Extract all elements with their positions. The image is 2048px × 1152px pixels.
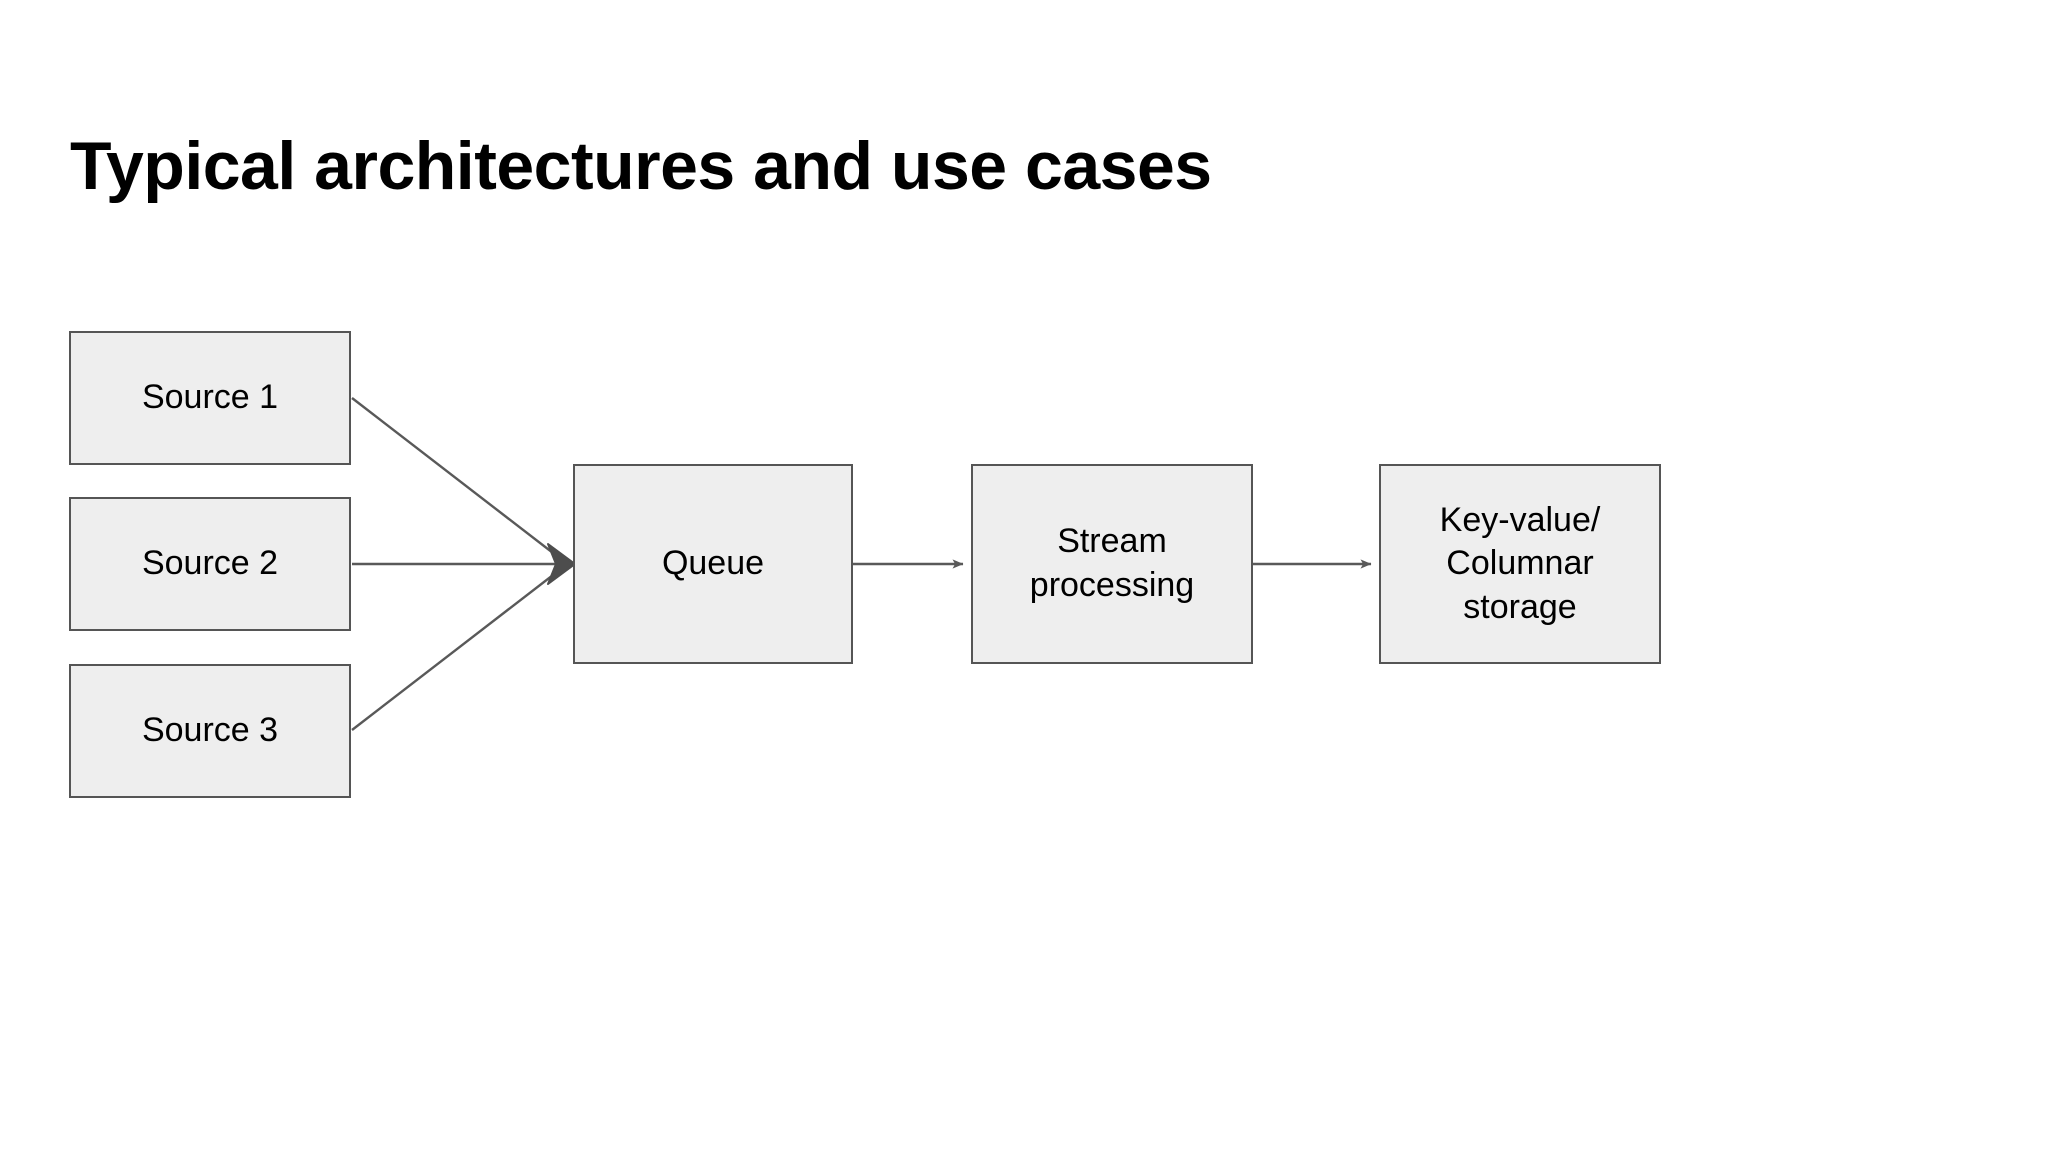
node-key-value-columnar-storage[interactable]: Key-value/ Columnar storage xyxy=(1379,464,1661,664)
arrowhead-into-queue xyxy=(547,543,576,585)
node-label: Key-value/ Columnar storage xyxy=(1439,500,1601,626)
edge-source1-to-queue xyxy=(351,397,567,564)
node-label: Source 2 xyxy=(141,544,279,583)
node-label: Queue xyxy=(661,544,765,583)
edge-source3-to-queue xyxy=(351,564,567,731)
page-title: Typical architectures and use cases xyxy=(70,128,1212,204)
node-source-3[interactable]: Source 3 xyxy=(69,664,351,798)
node-source-1[interactable]: Source 1 xyxy=(69,331,351,465)
node-queue[interactable]: Queue xyxy=(573,464,853,664)
node-stream-processing[interactable]: Stream processing xyxy=(971,464,1253,664)
node-label: Source 1 xyxy=(141,378,279,417)
node-source-2[interactable]: Source 2 xyxy=(69,497,351,631)
node-label: Stream processing xyxy=(1029,522,1195,604)
node-label: Source 3 xyxy=(141,711,279,750)
